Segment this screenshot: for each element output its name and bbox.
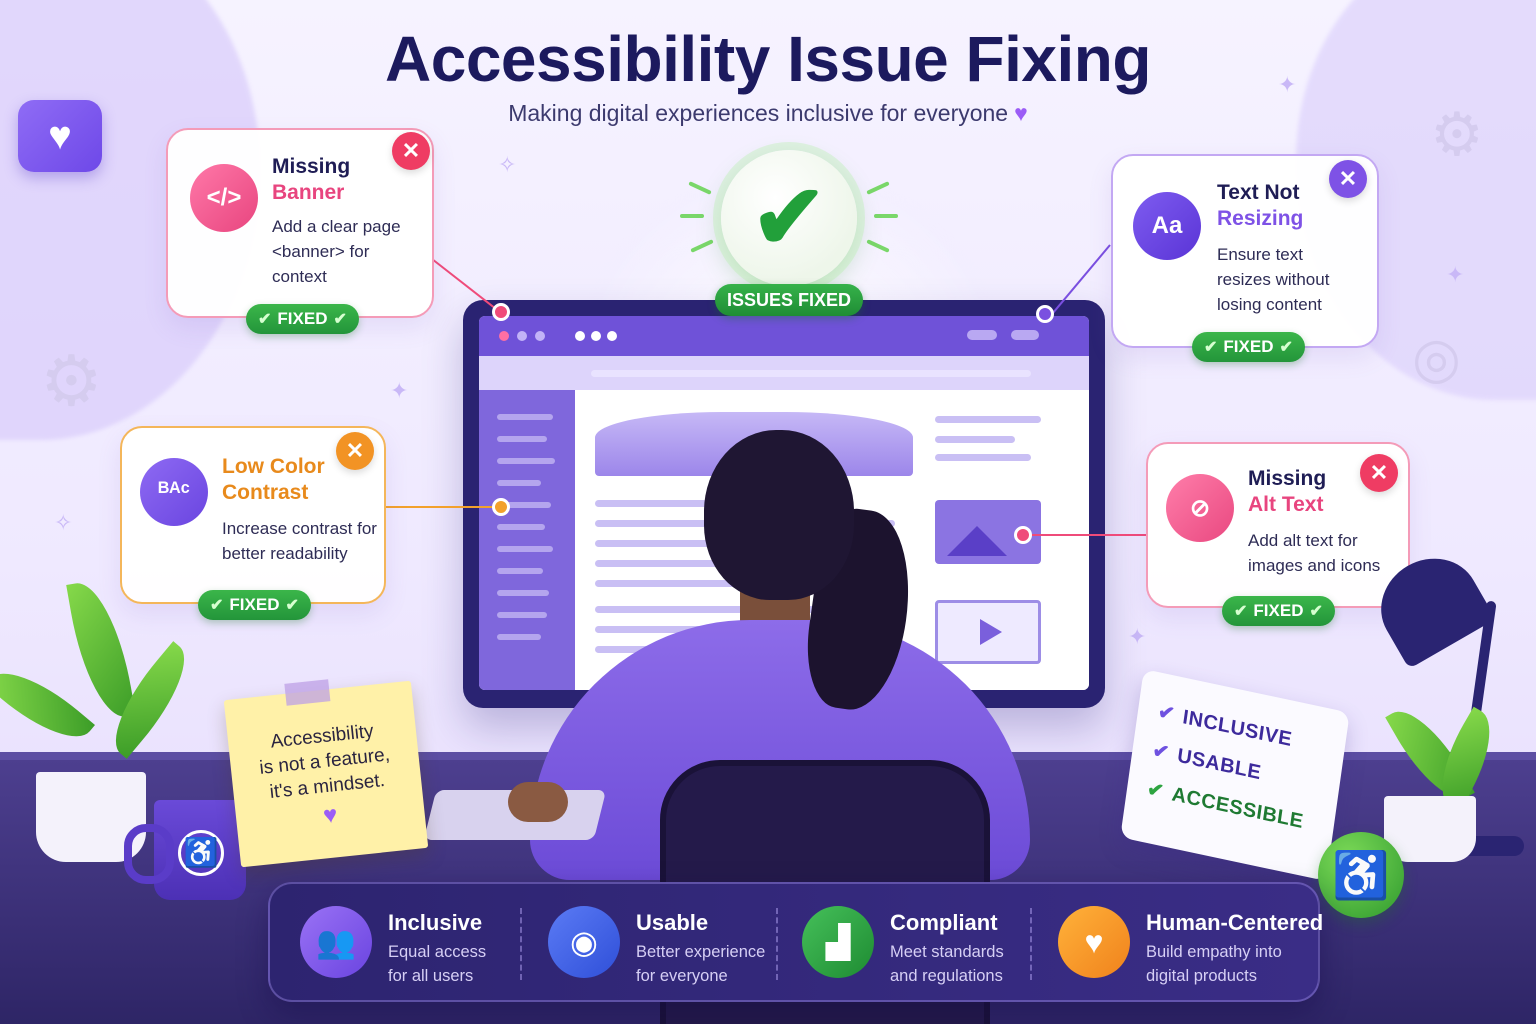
page-title: Accessibility Issue Fixing	[385, 23, 1151, 95]
no-hearing-icon: ⊘	[1166, 474, 1234, 542]
feature-title: Inclusive	[388, 910, 483, 935]
issue-description: Add alt text for images and icons	[1248, 531, 1381, 575]
divider	[1030, 908, 1032, 980]
divider	[520, 908, 522, 980]
feature-title: Usable	[636, 910, 709, 935]
check-icon: ✔	[1145, 778, 1166, 804]
issues-fixed-badge: ISSUES FIXED	[715, 284, 863, 316]
browser-address-bar	[479, 356, 1089, 390]
issue-description: Add a clear page <banner> for context	[272, 217, 401, 286]
check-mark-icon: ✔	[721, 150, 857, 286]
issue-card-missing-banner: </> Missing Banner Add a clear page <ban…	[166, 128, 434, 318]
issue-description: Increase contrast for better readability	[222, 519, 377, 563]
window-dot	[591, 331, 601, 341]
issue-title: Text Not Resizing	[1217, 181, 1304, 230]
gear-icon: ⚙	[1430, 101, 1484, 168]
globe-icon: ◎	[1412, 326, 1461, 389]
code-icon: </>	[190, 164, 258, 232]
sparkle-icon: ✦	[1278, 72, 1297, 97]
window-dot	[535, 331, 545, 341]
check-icon: ✔	[1151, 739, 1172, 765]
accessibility-icon: ♿	[178, 830, 224, 876]
gear-icon: ⚙	[40, 342, 103, 420]
screen-sidebar	[479, 390, 575, 690]
feature-title: Human-Centered	[1146, 910, 1324, 935]
close-icon[interactable]: ✕	[336, 432, 374, 470]
window-dot	[499, 331, 509, 341]
issue-title: Low Color Contrast	[222, 455, 325, 504]
text-size-icon: Aa	[1133, 192, 1201, 260]
sparkle-icon: ✦	[390, 378, 409, 403]
address-field	[591, 370, 1031, 377]
sparkle-icon: ✧	[54, 510, 73, 535]
divider	[776, 908, 778, 980]
ray-decoration	[680, 214, 704, 218]
issue-title: Missing Alt Text	[1248, 467, 1327, 516]
connector-line	[431, 258, 499, 312]
connector-dot	[492, 303, 510, 321]
plant-leaf	[0, 654, 95, 756]
subtitle-text: Making digital experiences inclusive for…	[508, 100, 1009, 126]
sparkle-icon: ✧	[498, 152, 517, 177]
issue-card-text-not-resizing: Aa Text Not Resizing Ensure text resizes…	[1111, 154, 1379, 348]
person-head	[704, 430, 854, 600]
connector-dot	[492, 498, 510, 516]
page-subtitle: Making digital experiences inclusive for…	[0, 100, 1536, 127]
check-icon: ✔	[1156, 700, 1177, 727]
fixed-badge: ✔FIXED✔	[1192, 332, 1305, 362]
close-icon[interactable]: ✕	[392, 132, 430, 170]
person-hand	[508, 782, 568, 822]
sparkle-icon: ✦	[1446, 262, 1465, 287]
issue-description: Ensure text resizes without losing conte…	[1217, 245, 1330, 314]
fixed-badge: ✔FIXED✔	[246, 304, 359, 334]
accessibility-icon: ♿	[1318, 832, 1404, 918]
browser-titlebar	[479, 316, 1089, 356]
fixed-badge: ✔FIXED✔	[198, 590, 311, 620]
issue-card-low-color-contrast: ᴮᴬᶜ Low Color Contrast Increase contrast…	[120, 426, 386, 604]
window-pill	[1011, 330, 1039, 340]
window-dot	[575, 331, 585, 341]
ray-decoration	[874, 214, 898, 218]
issue-title: Missing Banner	[272, 155, 351, 204]
users-icon: 👥	[300, 906, 372, 978]
eye-icon: ◉	[548, 906, 620, 978]
feature-title: Compliant	[890, 910, 998, 935]
mug: ♿	[124, 800, 246, 900]
video-play-icon	[935, 600, 1041, 664]
heart-icon: ♥	[1014, 100, 1028, 126]
window-dot	[517, 331, 527, 341]
close-icon[interactable]: ✕	[1360, 454, 1398, 492]
issue-card-missing-alt-text: ⊘ Missing Alt Text Add alt text for imag…	[1146, 442, 1410, 608]
plant-pot	[1384, 796, 1476, 862]
letters-icon: ᴮᴬᶜ	[140, 458, 208, 526]
connector-dot	[1014, 526, 1032, 544]
plant-leaf	[66, 577, 136, 723]
heart-tile-icon: ♥	[18, 100, 102, 172]
heart-icon: ♥	[1058, 906, 1130, 978]
connector-dot	[1036, 305, 1054, 323]
sticky-note: Accessibility is not a feature, it's a m…	[223, 679, 429, 868]
window-dot	[607, 331, 617, 341]
sparkle-icon: ✦	[1128, 624, 1147, 649]
connector-line	[1028, 534, 1146, 536]
window-pill	[967, 330, 997, 340]
fixed-badge: ✔FIXED✔	[1222, 596, 1335, 626]
close-icon[interactable]: ✕	[1329, 160, 1367, 198]
chart-icon: ▟	[802, 906, 874, 978]
tape	[284, 679, 331, 706]
connector-line	[386, 506, 498, 508]
